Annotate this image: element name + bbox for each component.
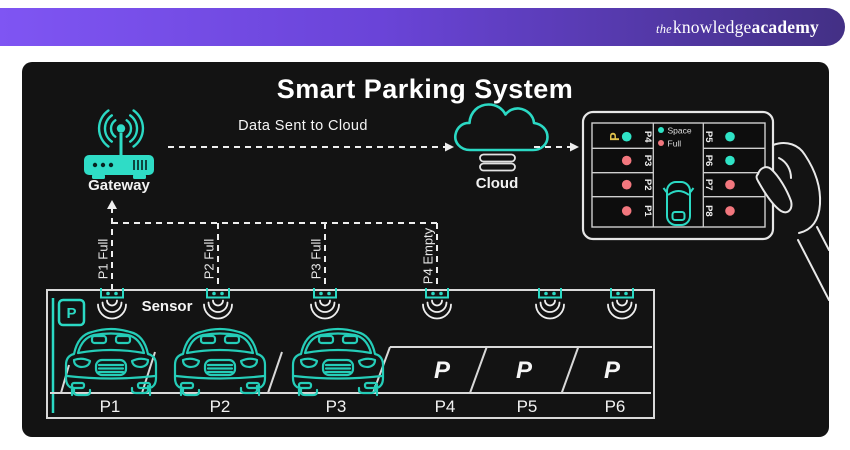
car-icon-p3	[291, 327, 385, 397]
slot-label-p3: P3	[642, 155, 653, 167]
cloud-label: Cloud	[476, 175, 519, 192]
slot-label-p6: P6	[703, 155, 714, 167]
flow-label: Data Sent to Cloud	[238, 118, 368, 134]
gateway-label: Gateway	[88, 177, 150, 194]
slot-dot-p7	[725, 179, 735, 190]
thumb	[755, 166, 793, 214]
status-label-p4: P4 Empty	[421, 227, 436, 284]
slot-label-p5: P5	[703, 131, 714, 143]
status-label-p1: P1 Full	[96, 239, 111, 280]
hand-icon	[755, 142, 829, 301]
stall-marker-p6: P	[604, 357, 621, 384]
slot-dot-p5	[725, 131, 735, 142]
slot-label-p1: P1	[642, 205, 653, 217]
slot-dot-p1	[621, 206, 632, 216]
arrowhead-to-cloud	[445, 142, 454, 152]
sensor-icon-p5	[535, 287, 565, 320]
app-car-topview-icon	[662, 181, 695, 226]
car-icon-p2	[173, 327, 267, 397]
app-screen	[591, 122, 766, 228]
header-bar: theknowledgeacademy	[0, 8, 845, 46]
car-icon-p1	[64, 327, 158, 397]
arm-lines	[797, 226, 829, 301]
sensor-status-lines	[107, 200, 438, 290]
slot-label-p2: P2	[642, 179, 653, 191]
diagram-panel: Smart Parking System Gateway Data Sent t…	[22, 62, 829, 437]
diagram-canvas: Smart Parking System Gateway Data Sent t…	[46, 74, 829, 419]
brand-logo-knowledge: knowledge	[672, 16, 752, 37]
lot-label-p6: P6	[605, 397, 626, 416]
brand-logo: theknowledgeacademy	[656, 17, 819, 38]
lot-label-p3: P3	[326, 397, 347, 416]
brand-logo-academy: academy	[751, 16, 819, 37]
gateway-router-icon	[84, 109, 154, 179]
slot-label-p7: P7	[703, 179, 714, 191]
lot-label-p1: P1	[100, 397, 121, 416]
slot-dot-p2	[621, 179, 632, 190]
arrowhead-to-gateway	[107, 200, 117, 209]
lot-label-p4: P4	[435, 397, 456, 416]
cloud-icon	[453, 103, 549, 172]
legend-full-dot	[658, 140, 664, 146]
page-title: Smart Parking System	[277, 74, 574, 104]
brand-logo-the: the	[656, 21, 672, 36]
sensor-icon-p3	[310, 287, 340, 320]
app-grid	[592, 123, 765, 227]
parking-sign-symbol: P	[66, 305, 76, 322]
slot-dot-p4	[621, 131, 632, 142]
stall-markings	[50, 346, 652, 394]
slot-dot-p6	[725, 155, 735, 166]
legend-full-label: Full	[668, 139, 682, 149]
parking-app-device: Space Full P P4 P3 P2 P1 P5 P6 P7 P8	[581, 110, 775, 241]
sensor-icon-p1	[97, 287, 127, 320]
sensor-icon-p4	[422, 287, 452, 320]
lot-label-p5: P5	[517, 397, 538, 416]
slot-dot-p8	[725, 206, 735, 216]
sensor-icon-p2	[203, 287, 233, 320]
slot-label-p4: P4	[642, 131, 653, 143]
sensor-icon-p6	[607, 287, 637, 320]
status-label-p3: P3 Full	[309, 239, 324, 280]
slot-label-p8: P8	[703, 205, 714, 217]
stall-marker-p4: P	[434, 357, 451, 384]
stall-marker-p5: P	[516, 357, 533, 384]
lot-label-p2: P2	[210, 397, 231, 416]
arrowhead-to-app	[570, 142, 579, 152]
parking-lot-outline	[46, 289, 655, 419]
slot-dot-p3	[621, 155, 632, 166]
legend-space-label: Space	[668, 126, 692, 136]
app-parking-symbol: P	[607, 132, 622, 141]
legend-space-dot	[658, 127, 664, 133]
sensor-label: Sensor	[142, 298, 193, 315]
status-label-p2: P2 Full	[202, 239, 217, 280]
